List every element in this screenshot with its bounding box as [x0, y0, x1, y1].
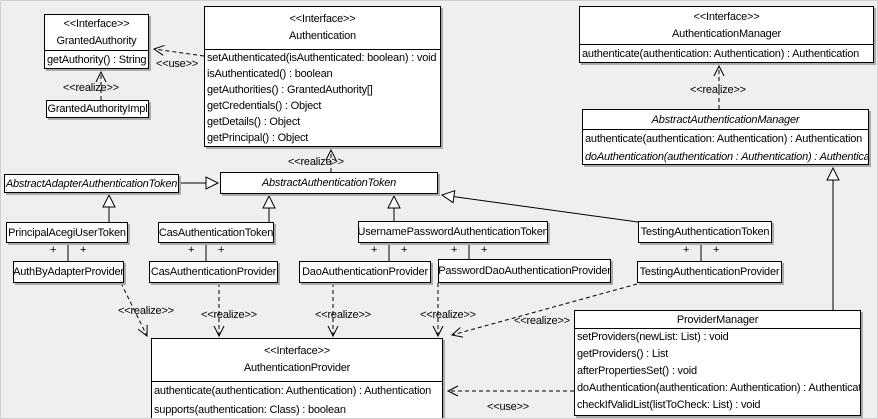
class-header: ProviderManager: [575, 311, 860, 329]
method: authenticate(authentication: Authenticat…: [582, 48, 860, 60]
realize-label: <<realize>>: [514, 315, 570, 327]
class-name: UsernamePasswordAuthenticationToken: [358, 226, 548, 238]
class-name: ProviderManager: [676, 313, 759, 326]
class-authentication-manager[interactable]: <<Interface>> AuthenticationManager auth…: [579, 6, 874, 63]
realize-edge-authbyadapterprovider: [120, 282, 148, 338]
class-name: GrantedAuthorityImpl: [47, 103, 148, 115]
use-label: <<use>>: [487, 401, 530, 413]
generalization-testingauthenticationtoken: [440, 189, 639, 223]
method-abstract: doAuthentication(authentication : Authen…: [585, 151, 868, 163]
class-granted-authority-impl[interactable]: GrantedAuthorityImpl: [46, 100, 149, 118]
use-edge-authentication-grantedauthority: [152, 44, 205, 57]
multiplicity-plus: +: [218, 244, 225, 256]
class-testing-authentication-provider[interactable]: TestingAuthenticationProvider: [637, 261, 782, 283]
multiplicity-plus: +: [50, 244, 57, 256]
realize-label: <<realize>>: [315, 309, 371, 321]
class-name: DaoAuthenticationProvider: [302, 266, 428, 278]
use-label: <<use>>: [156, 58, 199, 70]
class-abstract-authentication-manager[interactable]: AbstractAuthenticationManager authentica…: [582, 109, 869, 165]
realize-label: <<realize>>: [288, 156, 344, 168]
class-granted-authority[interactable]: <<Interface>> GrantedAuthority getAuthor…: [44, 14, 149, 69]
method: doAuthentication(authentication: Authent…: [577, 382, 860, 394]
method: getAuthority() : String: [47, 54, 147, 66]
class-name: CasAuthenticationToken: [158, 226, 274, 239]
class-name: TestingAuthenticationToken: [640, 226, 770, 238]
realize-label: <<realize>>: [690, 84, 746, 96]
class-name: TestingAuthenticationProvider: [639, 266, 780, 278]
stereotype-label: <<Interface>>: [289, 13, 356, 25]
class-name: GrantedAuthority: [56, 34, 137, 47]
stereotype-label: <<Interface>>: [264, 345, 330, 357]
class-name: Authentication: [289, 30, 356, 42]
class-username-password-authentication-token[interactable]: UsernamePasswordAuthenticationToken: [358, 221, 548, 243]
class-provider-manager[interactable]: ProviderManager setProviders(newList: Li…: [574, 310, 861, 416]
class-name: AbstractAuthenticationManager: [651, 113, 800, 126]
class-abstract-authentication-token[interactable]: AbstractAuthenticationToken: [220, 172, 438, 194]
multiplicity-plus: +: [188, 244, 195, 256]
realize-label: <<realize>>: [201, 309, 257, 321]
multiplicity-plus: +: [713, 244, 720, 256]
class-password-dao-authentication-provider[interactable]: PasswordDaoAuthenticationProvider: [438, 259, 611, 283]
class-abstract-adapter-authentication-token[interactable]: AbstractAdapterAuthenticationToken: [4, 174, 179, 193]
class-name: AbstractAdapterAuthenticationToken: [5, 177, 178, 190]
method: afterPropertiesSet() : void: [577, 365, 697, 377]
method: setProviders(newList: List) : void: [577, 331, 729, 343]
class-header: <<Interface>> GrantedAuthority: [45, 15, 148, 51]
class-name: AuthByAdapterProvider: [13, 266, 124, 278]
class-testing-authentication-token[interactable]: TestingAuthenticationToken: [638, 221, 772, 243]
method: isAuthenticated() : boolean: [207, 68, 333, 80]
method: getProviders() : List: [577, 348, 669, 360]
multiplicity-plus: +: [371, 244, 378, 256]
stereotype-label: <<Interface>>: [63, 17, 130, 30]
class-header: AbstractAuthenticationManager: [583, 110, 868, 130]
class-header: <<Interface>> AuthenticationProvider: [152, 339, 442, 382]
realize-label: <<realize>>: [420, 309, 476, 321]
class-name: AbstractAuthenticationToken: [261, 177, 397, 189]
realize-label: <<realize>>: [118, 305, 174, 317]
method: getCredentials() : Object: [207, 100, 322, 112]
class-authentication[interactable]: <<Interface>> Authentication setAuthenti…: [204, 6, 441, 147]
method: supports(authentication: Class) : boolea…: [154, 404, 346, 416]
method: getPrincipal() : Object: [207, 132, 309, 144]
class-name: PrincipalAcegiUserToken: [8, 226, 126, 239]
class-header: <<Interface>> Authentication: [205, 7, 440, 50]
class-cas-authentication-provider[interactable]: CasAuthenticationProvider: [149, 261, 278, 283]
method: authenticate(authentication: Authenticat…: [154, 385, 432, 397]
realize-edge-testingauthenticationprovider: [450, 283, 638, 338]
class-auth-by-adapter-provider[interactable]: AuthByAdapterProvider: [13, 261, 124, 283]
class-name: AuthenticationProvider: [243, 362, 351, 374]
multiplicity-plus: +: [80, 244, 87, 256]
method: setAuthenticated(isAuthenticated: boolea…: [207, 52, 437, 64]
multiplicity-plus: +: [683, 244, 690, 256]
class-authentication-provider[interactable]: <<Interface>> AuthenticationProvider aut…: [151, 338, 443, 418]
multiplicity-plus: +: [401, 244, 408, 256]
class-header: <<Interface>> AuthenticationManager: [580, 7, 873, 45]
method: getAuthorities() : GrantedAuthority[]: [207, 84, 373, 96]
class-name: CasAuthenticationProvider: [150, 266, 277, 278]
class-dao-authentication-provider[interactable]: DaoAuthenticationProvider: [299, 261, 431, 283]
method: getDetails() : Object: [207, 116, 301, 128]
method: checkIfValidList(listToCheck: List) : vo…: [577, 399, 761, 411]
multiplicity-plus: +: [481, 244, 488, 256]
class-cas-authentication-token[interactable]: CasAuthenticationToken: [158, 222, 274, 243]
class-name: AuthenticationManager: [672, 27, 781, 40]
class-name: PasswordDaoAuthenticationProvider: [438, 265, 611, 277]
multiplicity-plus: +: [451, 244, 458, 256]
realize-label: <<realize>>: [63, 82, 119, 94]
stereotype-label: <<Interface>>: [693, 10, 760, 23]
method: authenticate(authentication: Authenticat…: [585, 133, 863, 145]
class-principal-acegi-user-token[interactable]: PrincipalAcegiUserToken: [6, 222, 128, 243]
